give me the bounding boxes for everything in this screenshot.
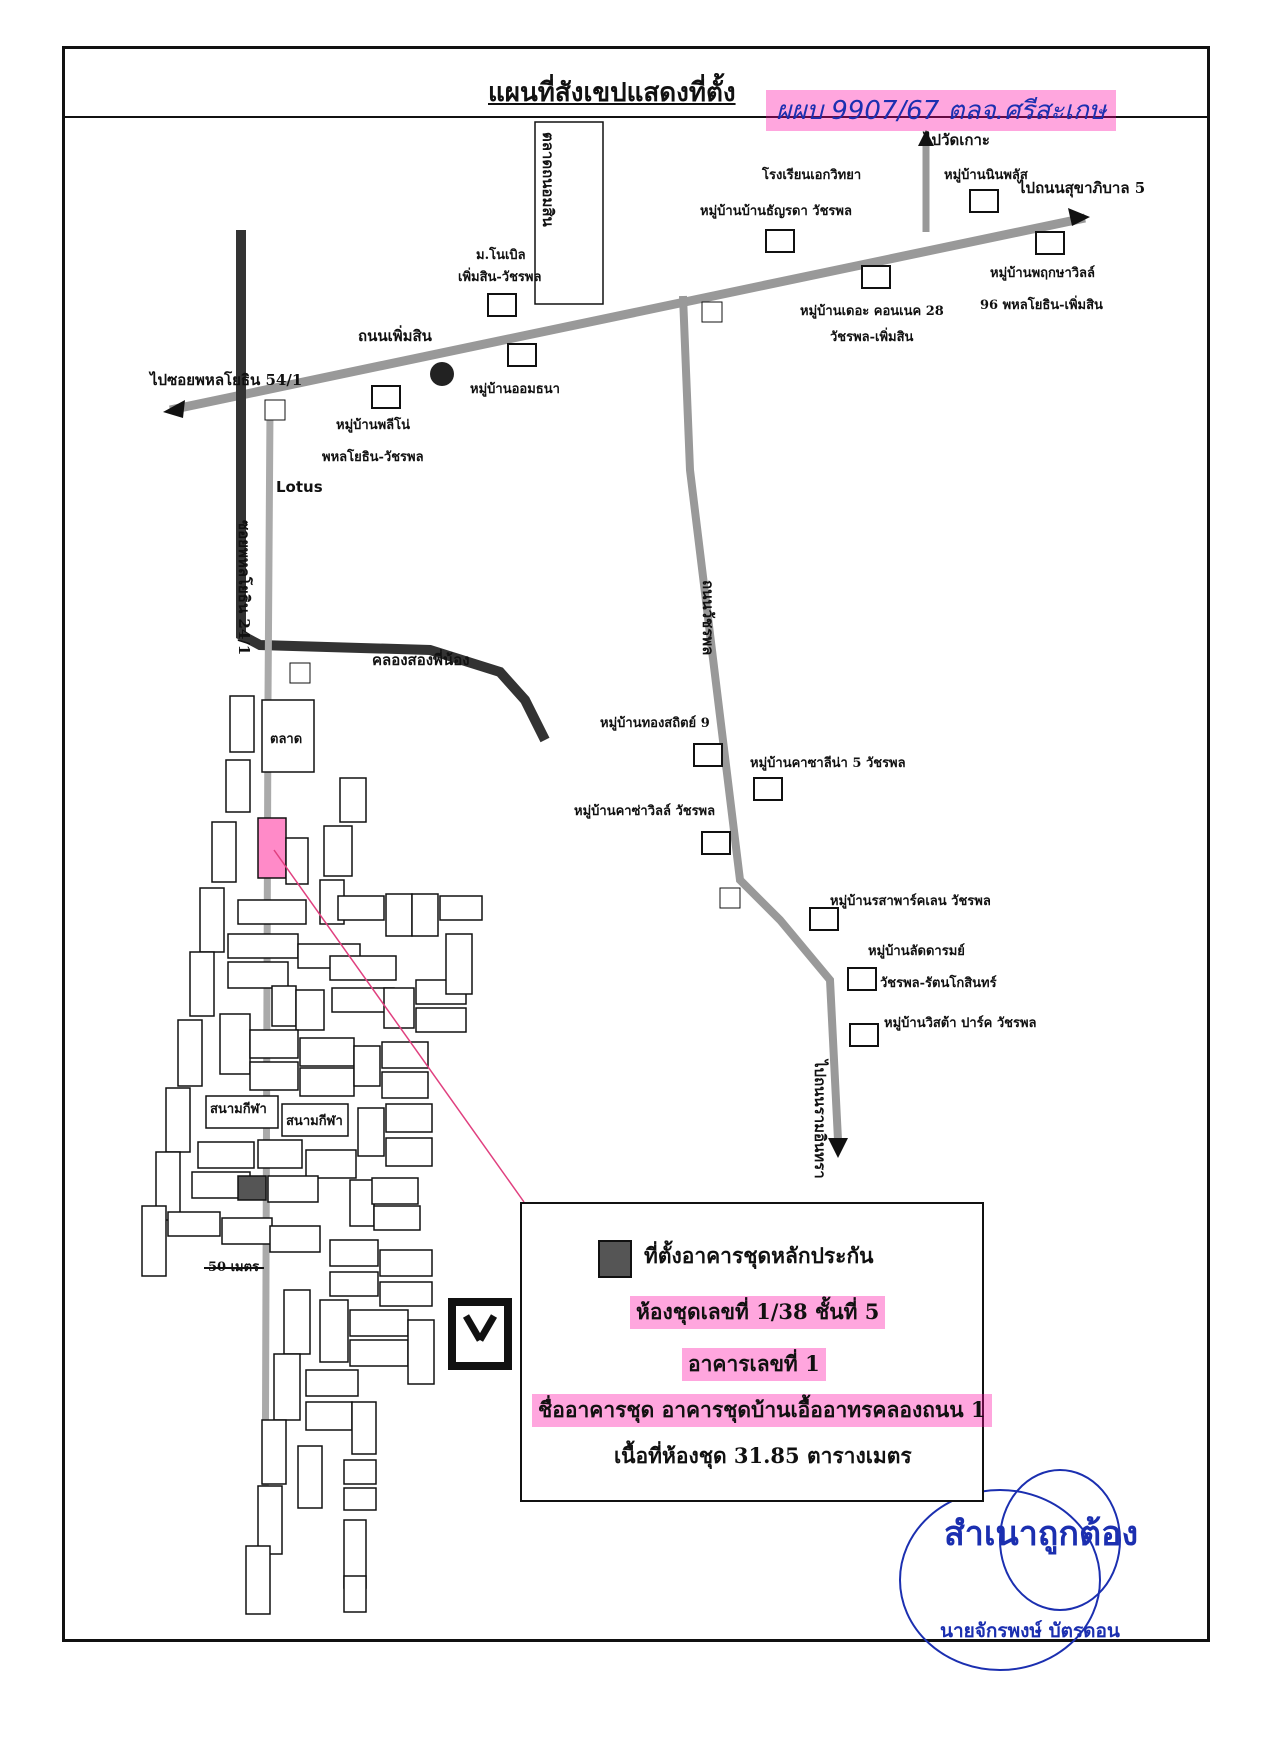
arrow-west-icon: [163, 400, 185, 418]
house-icon: [701, 831, 731, 855]
place-label: 96 พหลโยธิน-เพิ่มสิน: [980, 298, 1103, 313]
place-label: หมู่บ้านคาซ่าวิลล์ วัชรพล: [574, 804, 716, 819]
signer-name: นายจักรพงษ์ บัตรดอน: [940, 1620, 1120, 1642]
arrow-south-icon: [828, 1138, 848, 1158]
signature-mark: [899, 1489, 1101, 1671]
place-label: Lotus: [276, 478, 323, 496]
place-label: เพิ่มสิน-วัชรพล: [458, 270, 542, 285]
place-label: หมู่บ้านรสาพาร์คเลน วัชรพล: [830, 894, 991, 909]
house-icon: [849, 1023, 879, 1047]
landmark-icon: [430, 362, 454, 386]
label-to-soi: ไปซอยพหลโยธิน 54/1: [150, 371, 303, 389]
house-icon: [969, 189, 999, 213]
estate-market-label: ตลาด: [270, 732, 303, 747]
leader-line: [273, 849, 525, 1203]
market-strip: [534, 121, 604, 305]
canal-line: [236, 230, 550, 743]
place-label: ม.โนเบิล: [476, 248, 526, 263]
label-main-road: ถนนเพิ่มสิน: [358, 327, 432, 345]
place-label: โรงเรียนเอกวิทยา: [762, 168, 862, 183]
label-to-sukhaphiban: ไปถนนสุขาภิบาล 5: [1018, 179, 1146, 197]
legend-building: อาคารเลขที่ 1: [682, 1348, 826, 1381]
place-label: พหลโยธิน-วัชรพล: [322, 450, 424, 465]
house-icon: [753, 777, 783, 801]
reference-note: ผผบ 9907/67 ตลจ.ศรีสะเกษ: [766, 90, 1116, 131]
house-icon: [693, 743, 723, 767]
legend-room: ห้องชุดเลขที่ 1/38 ชั้นที่ 5: [630, 1296, 886, 1329]
title-bar: [62, 46, 1210, 118]
store-icon: [719, 887, 741, 909]
place-label: หมู่บ้านบ้านธัญรดา วัชรพล: [700, 204, 852, 219]
place-label: หมู่บ้านทองสถิตย์ 9: [600, 716, 710, 731]
place-label: หมู่บ้านเดอะ คอนเนค 28: [800, 304, 944, 319]
label-wacharaphon: ถนนวัชรพล: [699, 580, 717, 656]
estate-plots: [141, 695, 483, 1615]
place-label: หมู่บ้านพฤกษาวิลล์: [990, 266, 1095, 281]
place-label: หมู่บ้านคาซาลีน่า 5 วัชรพล: [750, 756, 906, 771]
sports-field-label: สนามกีฬา: [286, 1114, 343, 1129]
scale-label: 50 เมตร: [208, 1260, 260, 1275]
label-soi: ซอยพหลโยธิน 24/1: [235, 520, 253, 656]
legend-name: ชื่ออาคารชุด อาคารชุดบ้านเอื้ออาทรคลองถน…: [532, 1394, 992, 1427]
place-label: หมู่บ้านนินพลัส: [944, 168, 1028, 183]
legend-title: ที่ตั้งอาคารชุดหลักประกัน: [644, 1243, 874, 1268]
store-icon: [264, 399, 286, 421]
house-icon: [487, 293, 517, 317]
place-label: หมู่บ้านพลีโน่: [336, 418, 410, 433]
main-road: [169, 213, 1086, 415]
place-label: วัชรพล-รัตนโกสินทร์: [880, 976, 997, 991]
label-canal: คลองสองพี่น้อง: [372, 651, 470, 669]
legend-area: เนื้อที่ห้องชุด 31.85 ตารางเมตร: [614, 1443, 912, 1468]
legend-swatch: [598, 1240, 632, 1278]
legend-box: ที่ตั้งอาคารชุดหลักประกัน ห้องชุดเลขที่ …: [520, 1202, 992, 1502]
label-to-wat: ไปวัดเกาะ: [924, 131, 990, 149]
wacharaphon-road: [679, 295, 842, 1141]
label-market-strip: ตลาดถนอมสิน: [539, 132, 557, 227]
sports-field-label: สนามกีฬา: [210, 1102, 267, 1117]
house-icon: [1035, 231, 1065, 255]
house-icon: [809, 907, 839, 931]
house-icon: [861, 265, 891, 289]
place-label: หมู่บ้านลัดดารมย์: [868, 944, 965, 959]
store-icon: [701, 301, 723, 323]
place-label: หมู่บ้านวิสต้า ปาร์ค วัชรพล: [884, 1016, 1037, 1031]
arrow-east-icon: [1068, 208, 1090, 226]
house-icon: [847, 967, 877, 991]
place-label: หมู่บ้านออมธนา: [470, 382, 560, 397]
arrow-north-icon: [918, 130, 934, 146]
label-to-ram-inthra: ไปถนนรามอินทรา: [811, 1060, 829, 1179]
house-icon: [507, 343, 537, 367]
page-title: แผนที่สังเขปแสดงที่ตั้ง: [488, 78, 736, 108]
certified-stamp: สำเนาถูกต้อง: [944, 1514, 1139, 1554]
map-frame: [62, 46, 1210, 1642]
house-icon: [765, 229, 795, 253]
house-icon: [371, 385, 401, 409]
store-icon: [289, 662, 311, 684]
place-label: วัชรพล-เพิ่มสิน: [830, 330, 914, 345]
